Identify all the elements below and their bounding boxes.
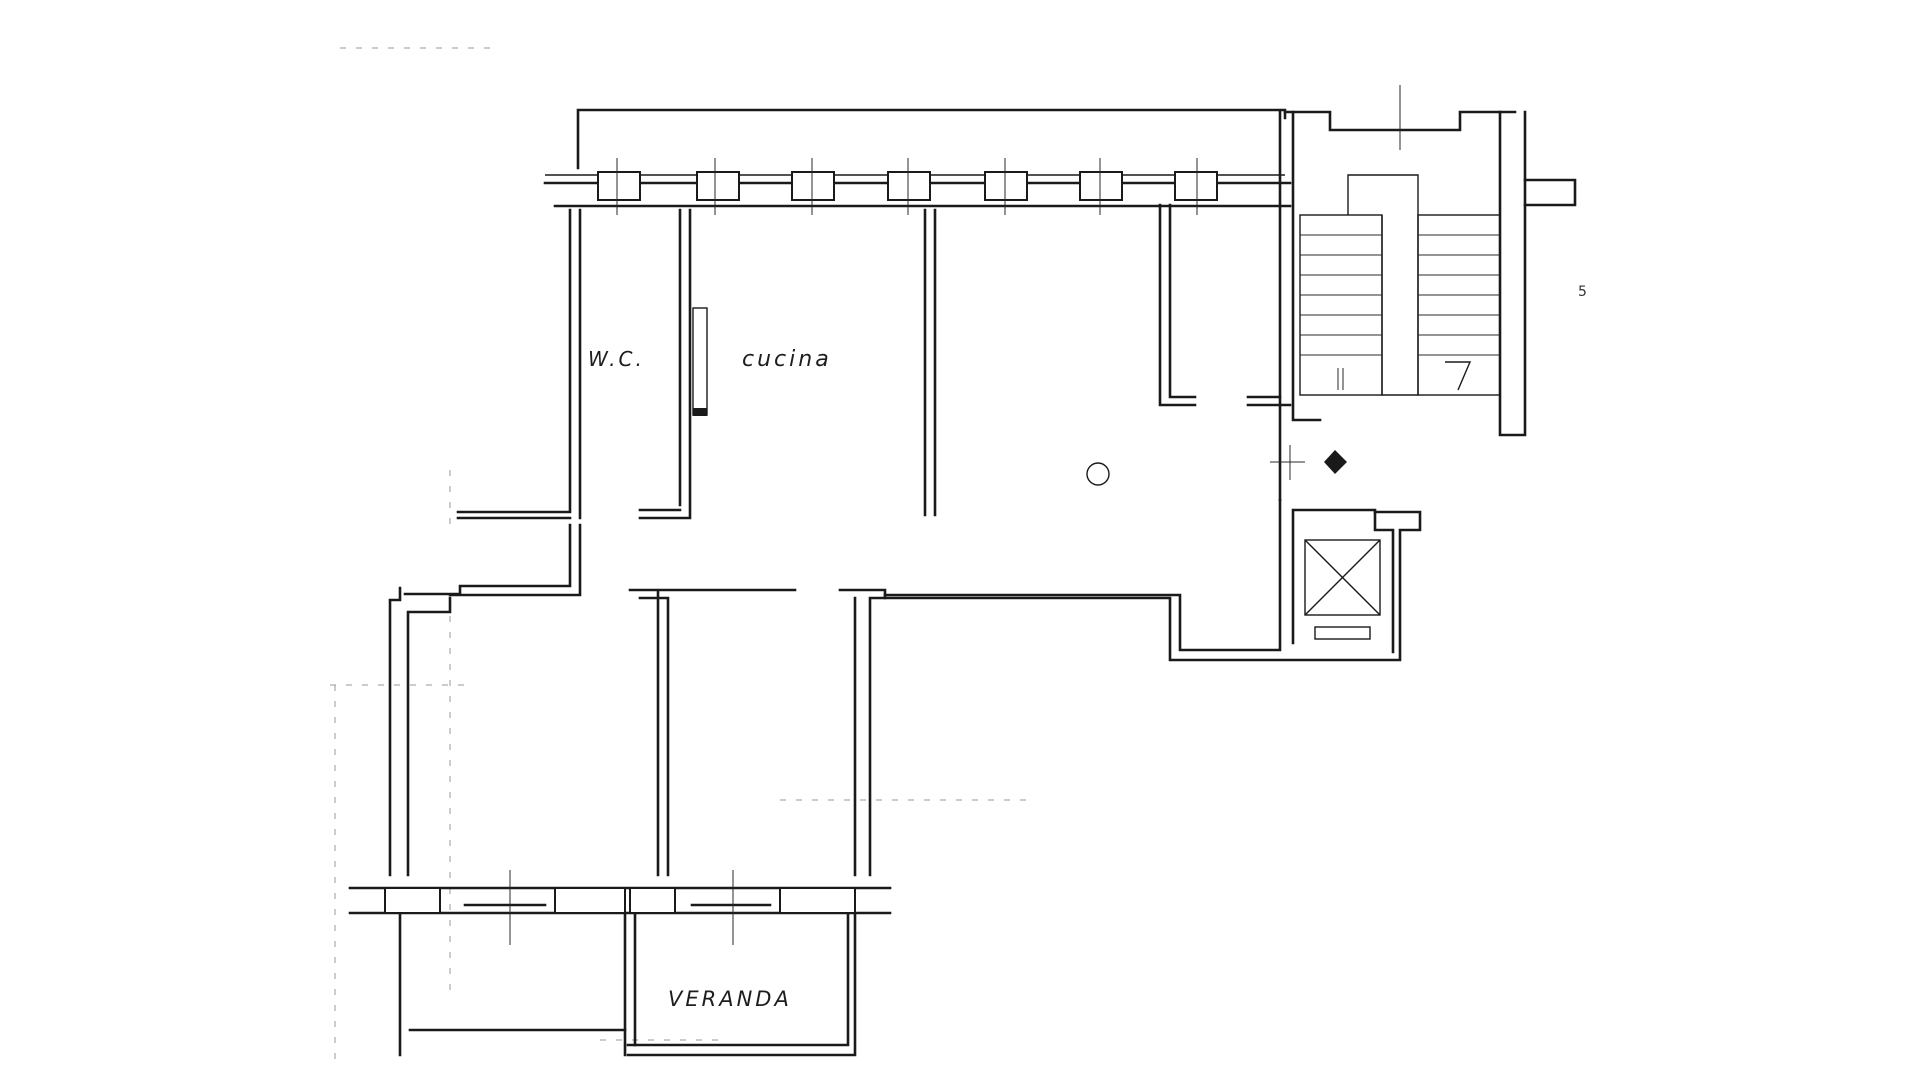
- guide-lines: [330, 47, 1030, 1060]
- stair-treads: [1300, 234, 1500, 356]
- elevator-icon: [1304, 539, 1381, 640]
- room-label-kitchen: cucina: [742, 347, 832, 372]
- kitchen-counter: [692, 307, 708, 416]
- walls: [348, 108, 1577, 1057]
- north-arrow-icon: [1270, 445, 1347, 480]
- room-label-wc: W.C.: [588, 347, 645, 371]
- circle-marker-icon: [1086, 462, 1110, 486]
- bottom-windows: [384, 870, 856, 945]
- room-label-veranda: VERANDA: [668, 987, 792, 1011]
- staircase: [1299, 85, 1501, 396]
- margin-mark: 5: [1578, 284, 1587, 300]
- top-windows: [597, 158, 1218, 215]
